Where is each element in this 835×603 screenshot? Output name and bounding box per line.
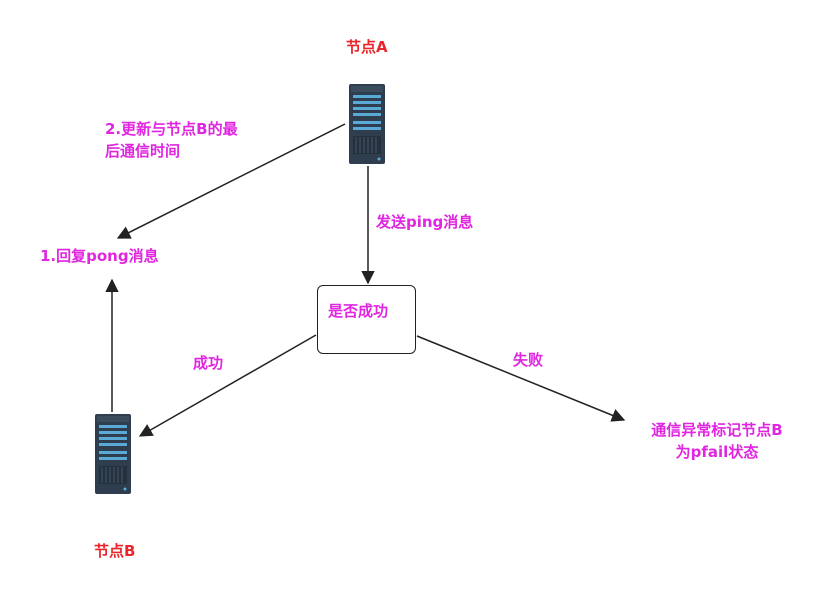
decision-label: 是否成功 [328,302,389,320]
success-label: 成功 [193,354,224,372]
update-time-label-line1: 2.更新与节点B的最 [105,120,238,138]
node-a-label: 节点A [346,38,388,56]
edge-update-time [116,123,346,239]
reply-pong-label: 1.回复pong消息 [40,247,159,265]
server-icon-node-a [348,83,386,165]
edge-success [138,334,317,437]
update-time-label-line2: 后通信时间 [105,142,181,160]
decision-box: 是否成功 [317,285,416,354]
edge-failure [416,335,626,422]
node-b-label: 节点B [94,542,136,560]
failure-label: 失败 [513,351,544,369]
outcome-label-line2: 为pfail状态 [675,443,759,461]
send-ping-label: 发送ping消息 [376,213,474,231]
outcome-label-line1: 通信异常标记节点B [651,421,783,439]
server-icon-node-b [94,413,132,495]
